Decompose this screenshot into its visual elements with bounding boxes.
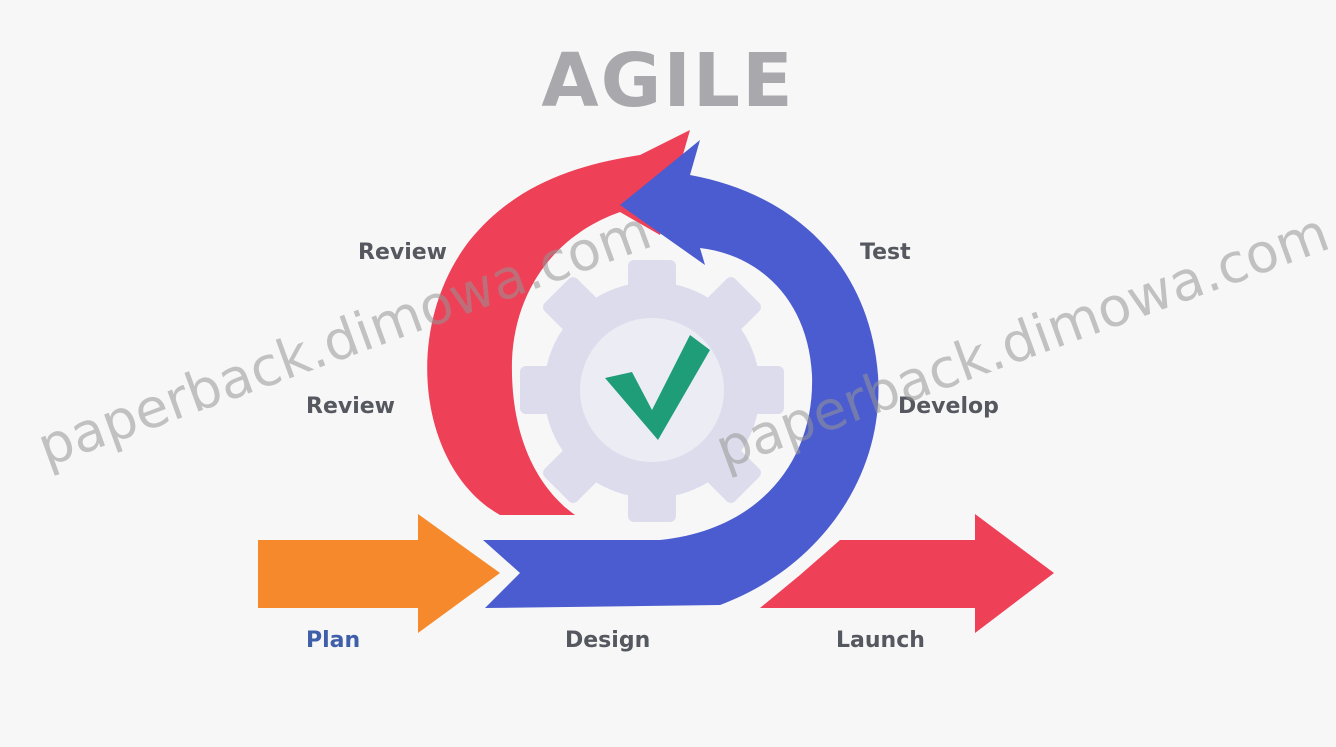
review-arc: [427, 130, 690, 515]
review-label: Review: [306, 394, 395, 419]
plan-label: Plan: [306, 628, 361, 653]
launch-arrow: [760, 514, 1054, 633]
diagram-title: AGILE: [541, 38, 795, 124]
develop-label: Develop: [898, 394, 999, 419]
plan-arrow: [258, 514, 500, 633]
design-label: Design: [565, 628, 651, 653]
review-top-label: Review: [358, 240, 447, 265]
develop-arc: [483, 140, 879, 608]
test-label: Test: [860, 240, 911, 265]
launch-label: Launch: [836, 628, 925, 653]
check-icon: [605, 335, 710, 440]
gear-icon: [520, 260, 784, 522]
